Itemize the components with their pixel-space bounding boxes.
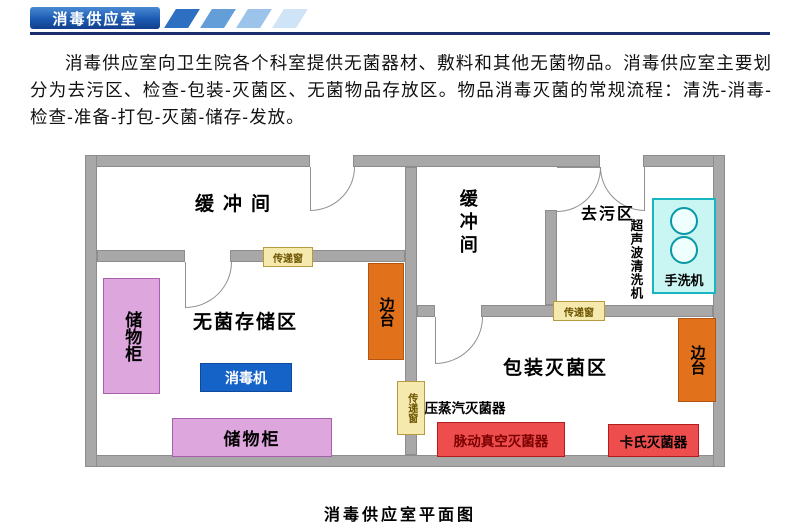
wall-segment [230,250,405,262]
door-arc [310,167,355,211]
disinfector-machine: 消毒机 [200,363,292,392]
pass-window-label: 传递窗 [564,307,594,319]
door-arc [435,317,483,364]
wall-segment [85,455,725,467]
cabinet-left: 储物柜 [103,278,160,394]
sink-icon [670,236,698,264]
plan-caption: 消毒供应室平面图 [323,507,476,524]
cassette-sterilizer: 卡氏灭菌器 [608,424,699,457]
banner-stripe-icon [272,9,308,28]
page-title: 消毒供应室 [52,10,138,28]
side-table-left-label: 边台 [377,296,395,327]
banner-stripe-icon [236,9,272,28]
wall-segment [643,155,725,167]
room-label-decontamination: 去污区 [581,206,636,223]
hand-washer: 手洗机 [652,198,716,294]
banner-stripe-icon [164,9,200,28]
sink-icon [670,207,698,235]
wall-segment [713,155,725,467]
wall-segment [97,250,185,262]
banner-stripe-icon [200,9,236,28]
wall-segment [353,155,600,167]
cabinet-left-label: 储物柜 [122,310,142,362]
pass-window-label: 传递窗 [273,253,303,265]
header-divider [30,32,770,35]
side-table-left: 边台 [368,263,404,360]
floor-plan: 传递窗 传递窗 传递窗 缓冲间 无菌存储区 缓冲间 去污区 包装灭菌区 储物柜 … [85,155,725,467]
room-label-packaging: 包装灭菌区 [503,358,609,379]
pass-window-label: 传递窗 [405,393,417,423]
room-label-buffer-right: 缓冲间 [457,189,478,258]
pass-window: 传递窗 [553,301,605,321]
ultrasonic-cleaner-label: 超声波清洗机 [628,219,643,300]
side-table-right: 边台 [678,318,716,402]
room-label-sterile-storage: 无菌存储区 [193,312,299,333]
pass-window: 传递窗 [397,381,425,435]
door-arc [185,262,232,308]
wall-segment [85,155,97,467]
hand-washer-label: 手洗机 [664,273,704,288]
title-banner: 消毒供应室 [30,7,160,29]
wall-segment [545,210,557,305]
pass-window: 传递窗 [263,247,313,267]
intro-paragraph: 消毒供应室向卫生院各个科室提供无菌器材、敷料和其他无菌物品。消毒供应室主要划分为… [30,53,772,128]
side-table-right-label: 边台 [688,345,706,375]
cabinet-bottom-label: 储物柜 [223,430,281,449]
wall-segment [85,155,310,167]
cassette-sterilizer-label: 卡氏灭菌器 [619,434,688,450]
disinfector-label: 消毒机 [225,369,267,386]
pulse-vacuum-sterilizer-label: 脉动真空灭菌器 [453,433,549,449]
room-label-buffer-left: 缓冲间 [195,194,280,215]
pulse-vacuum-sterilizer: 脉动真空灭菌器 [437,422,565,457]
autoclave-label: 高压蒸汽灭菌器 [411,401,506,416]
wall-segment [417,305,435,317]
cabinet-bottom: 储物柜 [172,418,332,457]
